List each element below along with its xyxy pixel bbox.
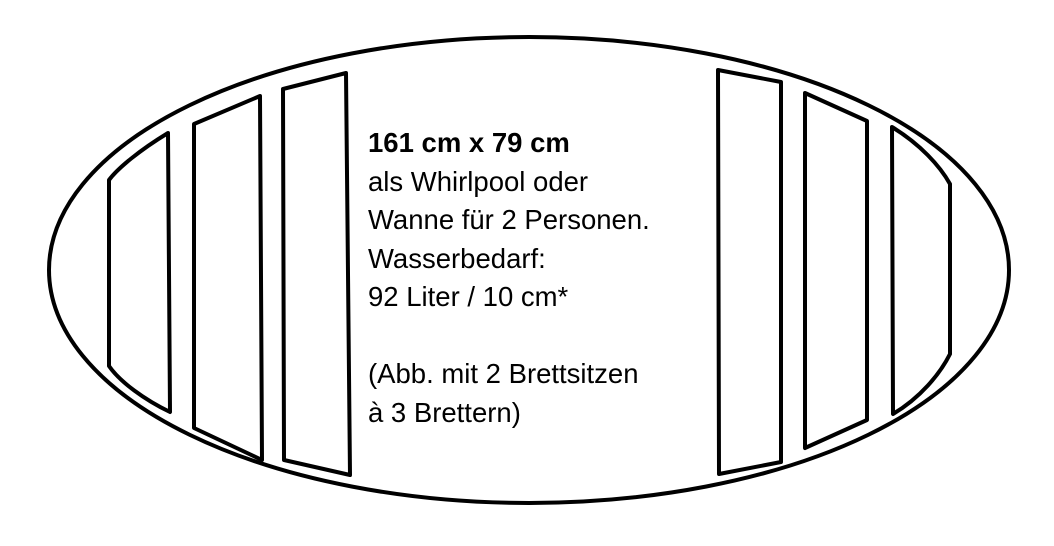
right-seat-board-outer [890,125,952,416]
description-line-capacity: Wanne für 2 Personen. [368,204,650,235]
left-seat-board-inner [281,71,352,477]
right-seat-board-middle [803,91,869,450]
left-seat-board-middle [192,94,264,462]
right-bench-seat [716,68,952,476]
description-line-water-label: Wasserbedarf: [368,242,546,274]
right-seat-board-inner [716,68,783,476]
tub-dimensions-title: 161 cm x 79 cm [368,127,570,158]
description-spacer [368,317,728,356]
left-seat-board-outer [107,131,172,414]
tub-outline [47,35,1011,505]
illustration-note-line-2: à 3 Brettern) [368,396,521,428]
left-bench-seat [107,71,352,477]
description-line-water-value: 92 Liter / 10 cm* [368,281,569,312]
illustration-note-line-1: (Abb. mit 2 Brettsitzen [368,358,639,389]
description-line-usage: als Whirlpool oder [368,165,589,197]
tub-description: 161 cm x 79 cm als Whirlpool oder Wanne … [368,124,728,432]
